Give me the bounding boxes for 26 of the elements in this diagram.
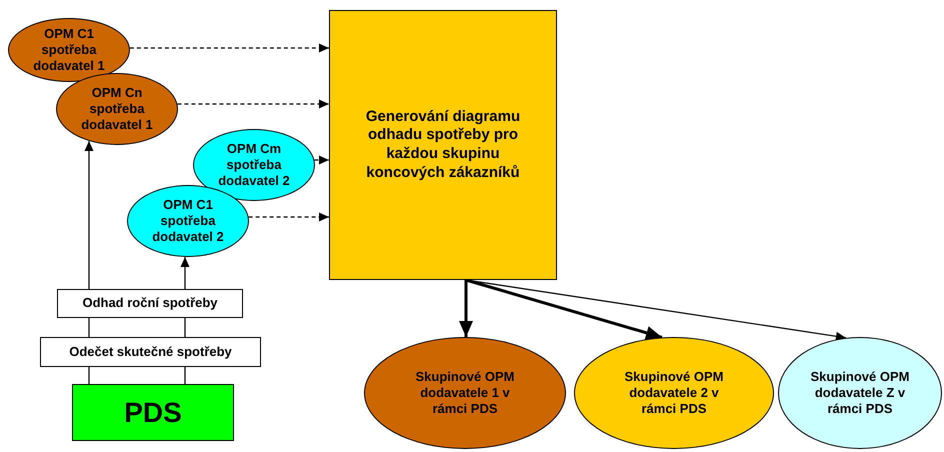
arrow <box>180 256 190 289</box>
node-label: Skupinové OPM dodavatele 1 v rámci PDS <box>414 368 516 418</box>
process-box <box>40 337 261 367</box>
node-label: Odhad roční spotřeby <box>82 295 218 312</box>
connector-line <box>88 318 90 337</box>
source-box <box>72 384 234 441</box>
node-label: OPM Cm spotřeba dodavatel 2 <box>217 140 291 190</box>
process-box <box>57 289 243 318</box>
node-label: Skupinové OPM dodavatele Z v rámci PDS <box>810 368 910 418</box>
process-box <box>329 10 557 280</box>
arrow <box>177 100 329 108</box>
arrow <box>466 278 662 340</box>
arrow <box>248 212 329 222</box>
node-label: OPM C1 spotřeba dodavatel 2 <box>151 196 225 246</box>
node-label: Odečet skutečné spotřeby <box>69 344 232 360</box>
node-label: PDS <box>124 396 182 430</box>
arrow <box>84 140 94 289</box>
node-label: Skupinové OPM dodavatele 2 v rámci PDS <box>624 368 724 418</box>
node-label: Generování diagramu odhadu spotřeby pro každou skupinu koncových zákazníků <box>364 108 522 182</box>
connector-line <box>184 367 186 384</box>
node-label: OPM Cn spotřeba dodavatel 1 <box>80 84 154 134</box>
connector-line <box>88 367 90 384</box>
connector-line <box>184 318 186 337</box>
arrow <box>130 44 329 52</box>
node-label: OPM C1 spotřeba dodavatel 1 <box>32 26 106 74</box>
arrow <box>314 156 329 164</box>
